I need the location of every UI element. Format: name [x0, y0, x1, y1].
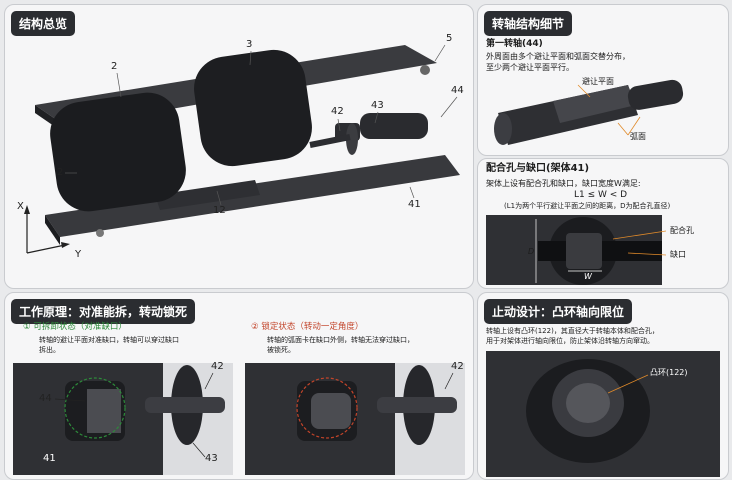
principle-illustration	[13, 363, 465, 475]
label-part-3: 3	[246, 39, 253, 50]
shaft-desc-2: 至少两个避让平面平行。	[486, 63, 574, 72]
fit-note: (L1为两个平行避让平面之间的距离，D为配合孔直径)	[504, 202, 671, 210]
dim-d-label: D	[528, 247, 535, 256]
left-label-42: 42	[211, 361, 224, 372]
fit-title: 配合孔与缺口(架体41)	[486, 163, 590, 174]
principle-title: 工作原理：对准能拆，转动锁死	[11, 299, 196, 324]
label-part-41: 41	[408, 199, 421, 210]
state-unlock-desc-1: 转轴的避让平面对准缺口，转轴可以穿过缺口	[39, 336, 179, 344]
dim-w-label: W	[584, 272, 592, 281]
stop-desc-1: 转轴上设有凸环(122)，其直径大于转轴本体和配合孔，	[486, 327, 659, 335]
right-label-42: 42	[451, 361, 464, 372]
callout-hole: 配合孔	[670, 226, 694, 235]
shaft-panel: 转轴结构细节 第一转轴(44) 外周面由多个避让平面和弧面交替分布， 至少两个避…	[477, 4, 729, 156]
label-part-5: 5	[446, 33, 453, 44]
stop-desc-2: 用于对架体进行轴向限位，防止架体沿转轴方向窜动。	[486, 337, 654, 345]
callout-boss: 凸环(122)	[650, 368, 688, 377]
callout-arc: 弧面	[630, 132, 646, 141]
label-lens-2b: 2	[57, 167, 64, 178]
state-lock-head: ② 锁定状态（转动一定角度）	[251, 322, 364, 332]
principle-panel: 工作原理：对准能拆，转动锁死 ① 可拆卸状态（对准缺口） 转轴的避让平面对准缺口…	[4, 292, 474, 480]
overview-panel: 结构总览 2 2 3 5 4	[4, 4, 474, 289]
label-part-42: 42	[331, 106, 344, 117]
state-unlock-desc-2: 拆出。	[39, 346, 60, 354]
fit-desc: 架体上设有配合孔和缺口，缺口宽度W满足:	[486, 179, 641, 188]
stop-panel: 止动设计：凸环轴向限位 转轴上设有凸环(122)，其直径大于转轴本体和配合孔， …	[477, 292, 729, 480]
axis-y-label: Y	[75, 249, 82, 260]
fit-illustration	[486, 215, 667, 285]
callout-flat: 避让平面	[582, 77, 614, 86]
shaft-illustration	[494, 79, 684, 145]
left-label-43: 43	[205, 453, 218, 464]
fit-formula: L1 ≤ W < D	[574, 190, 628, 200]
overview-illustration	[24, 44, 460, 254]
label-part-12: 12	[213, 205, 226, 216]
overview-title: 结构总览	[11, 11, 76, 36]
shaft-subtitle: 第一转轴(44)	[486, 39, 543, 49]
shaft-desc-1: 外周面由多个避让平面和弧面交替分布，	[486, 52, 630, 61]
label-part-44: 44	[451, 85, 464, 96]
shaft-title: 转轴结构细节	[484, 11, 573, 36]
axis-x-label: X	[17, 201, 24, 212]
state-lock-desc-2: 被锁死。	[267, 346, 295, 354]
callout-notch: 缺口	[670, 250, 686, 259]
stop-illustration	[486, 351, 720, 477]
label-part-43: 43	[371, 100, 384, 111]
state-lock-desc-1: 转轴的弧面卡在缺口外侧，转轴无法穿过缺口，	[267, 336, 414, 344]
stop-title: 止动设计：凸环轴向限位	[484, 299, 633, 324]
state-unlock-head: ① 可拆卸状态（对准缺口）	[23, 322, 127, 332]
fit-panel: 配合孔与缺口(架体41) 架体上设有配合孔和缺口，缺口宽度W满足: L1 ≤ W…	[477, 158, 729, 289]
left-label-41: 41	[43, 453, 56, 464]
label-lens-2a: 2	[111, 61, 118, 72]
left-label-44: 44	[39, 393, 52, 404]
